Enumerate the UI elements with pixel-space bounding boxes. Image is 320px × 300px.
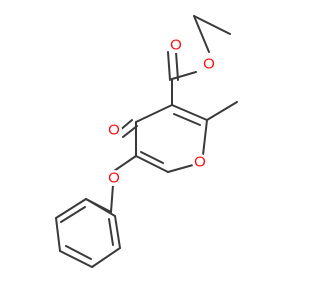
bond-phenyl-5-inner bbox=[108, 218, 114, 246]
bond-phenyl-4 bbox=[91, 247, 121, 268]
bond-c5-ether-o bbox=[113, 155, 137, 172]
atom-label-ester-carbonyl-o: O bbox=[170, 37, 182, 54]
bond-ring-c6-c5-inner bbox=[140, 151, 164, 164]
molecule-structure-diagram: O O O O O bbox=[55, 15, 238, 268]
bond-ring-o-c6 bbox=[167, 164, 194, 173]
bond-ring-c4-c3 bbox=[135, 104, 173, 123]
atom-ester-ether-o: O bbox=[201, 56, 217, 73]
bonds bbox=[55, 15, 238, 268]
atom-ring-o: O bbox=[192, 154, 208, 171]
bond-phenyl-2 bbox=[55, 217, 61, 252]
bond-phenyl-5 bbox=[114, 215, 121, 249]
bond-phenyl-3 bbox=[59, 250, 93, 268]
bond-ketone-double-b bbox=[122, 125, 138, 138]
bond-ester-o-carbon bbox=[171, 71, 197, 80]
atom-label-ring-o: O bbox=[194, 154, 206, 171]
bond-phenyl-1 bbox=[55, 198, 87, 219]
bond-ether-o-ch2 bbox=[110, 184, 114, 213]
bond-phenyl-3-inner bbox=[65, 245, 92, 260]
bond-ethyl-ch2-o bbox=[193, 15, 210, 53]
atom-labels: O O O O O bbox=[106, 37, 217, 187]
atom-label-benzyl-ether-o: O bbox=[108, 170, 120, 187]
bond-methyl bbox=[206, 101, 238, 121]
bond-ester-c-o-double-a bbox=[167, 51, 171, 81]
atom-benzyl-ether-o: O bbox=[106, 170, 122, 187]
atom-label-ketone-o: O bbox=[108, 122, 120, 139]
bond-ethyl-ch3-ch2 bbox=[193, 15, 231, 35]
bond-phenyl-6 bbox=[85, 198, 116, 217]
bond-phenyl-1-inner bbox=[60, 206, 86, 223]
bond-ester-c-o-double-b bbox=[175, 51, 179, 81]
atom-ester-carbonyl-o: O bbox=[168, 37, 184, 54]
atom-label-ester-ether-o: O bbox=[203, 56, 215, 73]
bond-ring-c3-c2-inner bbox=[173, 113, 201, 126]
bond-ring-c3-c2-double bbox=[171, 104, 208, 121]
atom-ketone-o: O bbox=[106, 122, 122, 139]
bond-ring-c6-c5-double bbox=[135, 155, 169, 173]
bond-ring-c2-o bbox=[202, 119, 208, 156]
